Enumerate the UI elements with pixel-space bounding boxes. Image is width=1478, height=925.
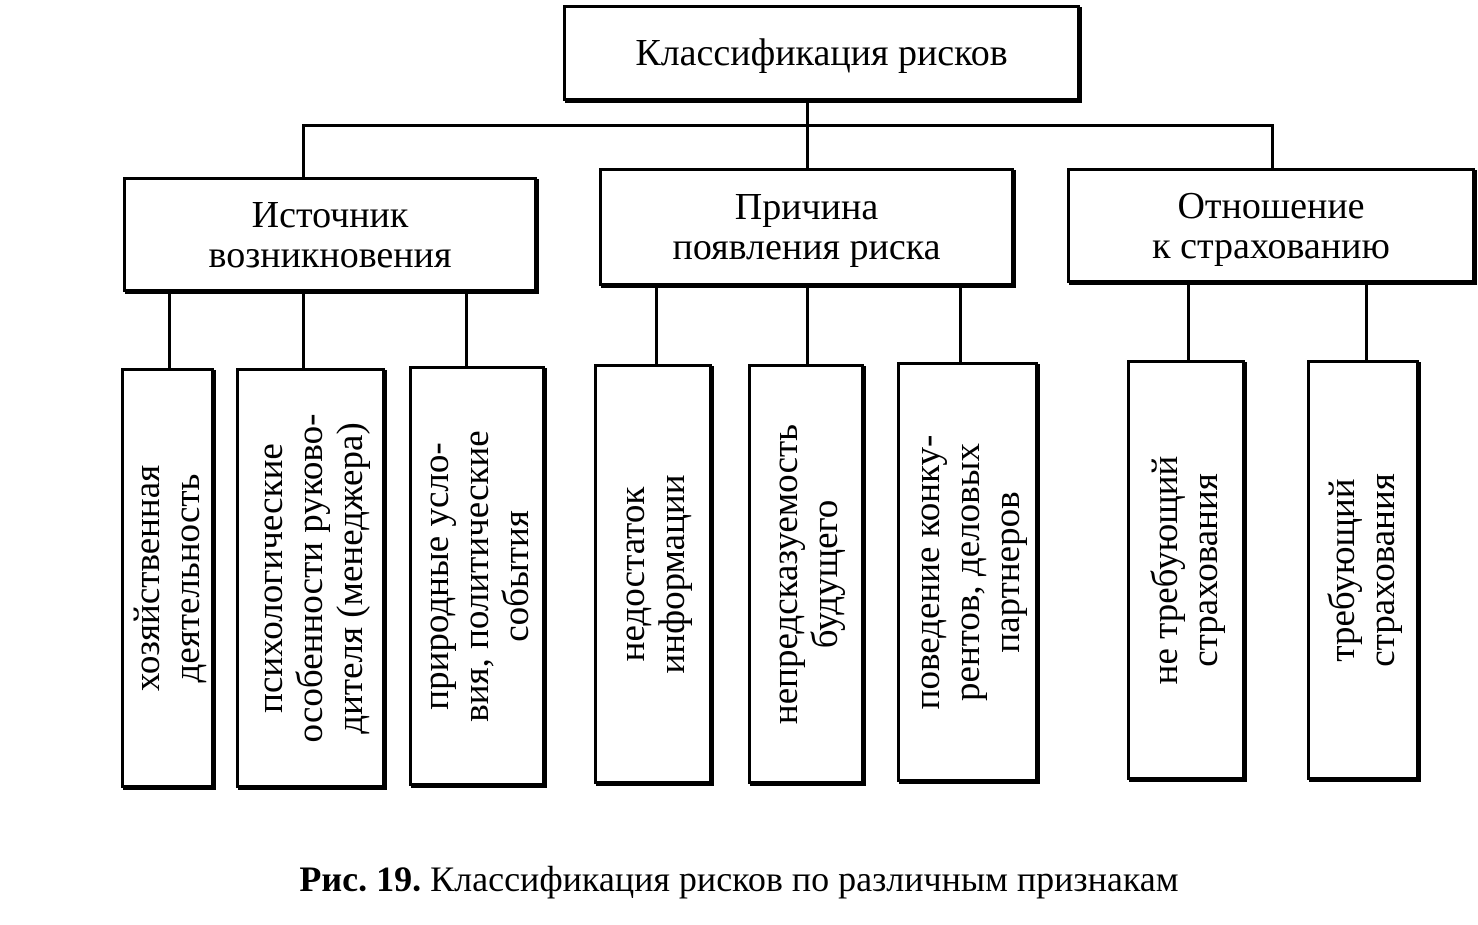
item-6-line-3: партнеров bbox=[986, 491, 1028, 653]
item-4-line-2: информации bbox=[652, 474, 693, 674]
connector-item-2 bbox=[302, 290, 305, 370]
item-7-line-1: не требующий bbox=[1145, 455, 1186, 685]
item-3-line-3: события bbox=[496, 510, 537, 642]
connector-top-bus bbox=[302, 124, 1274, 127]
item-insurance-required: требующий страхования bbox=[1307, 360, 1419, 780]
connector-drop-insurance bbox=[1271, 124, 1274, 168]
group-insurance-line-2: к страхованию bbox=[1152, 224, 1390, 267]
item-competitor-behavior: поведение конку- рентов, деловых партнер… bbox=[897, 362, 1038, 782]
item-8-line-2: страхования bbox=[1362, 473, 1403, 667]
figure-caption-text: Классификация рисков по различным призна… bbox=[430, 859, 1179, 899]
group-cause-line-1: Причина bbox=[734, 186, 879, 228]
item-natural-political: природные усло- вия, политические событи… bbox=[409, 366, 545, 786]
connector-item-8 bbox=[1365, 282, 1368, 362]
connector-root-down bbox=[806, 100, 809, 168]
group-cause-line-2: появления риска bbox=[672, 226, 941, 268]
item-no-insurance-required: не требующий страхования bbox=[1127, 360, 1245, 780]
connector-item-6 bbox=[959, 285, 962, 363]
item-5-line-2: будущего bbox=[805, 499, 846, 649]
item-6-line-2: рентов, деловых bbox=[946, 443, 988, 701]
item-1-line-1: хозяйственная bbox=[126, 464, 168, 692]
connector-item-4 bbox=[655, 285, 658, 365]
root-title: Классификация рисков bbox=[635, 32, 1008, 74]
connector-item-1 bbox=[168, 290, 171, 370]
connector-drop-source bbox=[302, 124, 305, 177]
item-2-line-3: дителя (менеджера) bbox=[329, 422, 371, 734]
connector-item-5 bbox=[806, 285, 809, 365]
group-source-line-1: Источник bbox=[251, 193, 409, 236]
figure-caption-label: Рис. 19. bbox=[299, 859, 422, 899]
item-manager-psychology: психологические особенности руково- дите… bbox=[236, 368, 385, 788]
item-8-line-1: требующий bbox=[1322, 478, 1363, 662]
item-3-line-1: природные усло- bbox=[416, 442, 457, 710]
item-lack-of-information: недостаток информации bbox=[594, 364, 712, 784]
item-2-line-1: психологические bbox=[249, 443, 291, 713]
root-node: Классификация рисков bbox=[563, 5, 1080, 101]
item-economic-activity: хозяйственная деятельность bbox=[121, 368, 214, 788]
connector-item-7 bbox=[1187, 282, 1190, 362]
group-source-line-2: возникновения bbox=[208, 233, 452, 276]
item-1-line-2: деятельность bbox=[166, 473, 208, 683]
group-source: Источник возникновения bbox=[123, 177, 537, 292]
item-7-line-2: страхования bbox=[1185, 473, 1226, 667]
item-5-line-1: непредсказуемость bbox=[765, 423, 806, 725]
group-cause: Причина появления риска bbox=[599, 168, 1014, 286]
item-3-line-2: вия, политические bbox=[456, 430, 497, 722]
item-unpredictable-future: непредсказуемость будущего bbox=[748, 364, 864, 784]
connector-item-3 bbox=[465, 290, 468, 368]
figure-caption: Рис. 19. Классификация рисков по различн… bbox=[0, 858, 1478, 900]
item-2-line-2: особенности руково- bbox=[289, 413, 331, 743]
item-6-line-1: поведение конку- bbox=[906, 434, 948, 710]
group-insurance-line-1: Отношение bbox=[1177, 184, 1365, 227]
group-insurance: Отношение к страхованию bbox=[1067, 168, 1475, 283]
item-4-line-1: недостаток bbox=[612, 486, 653, 662]
